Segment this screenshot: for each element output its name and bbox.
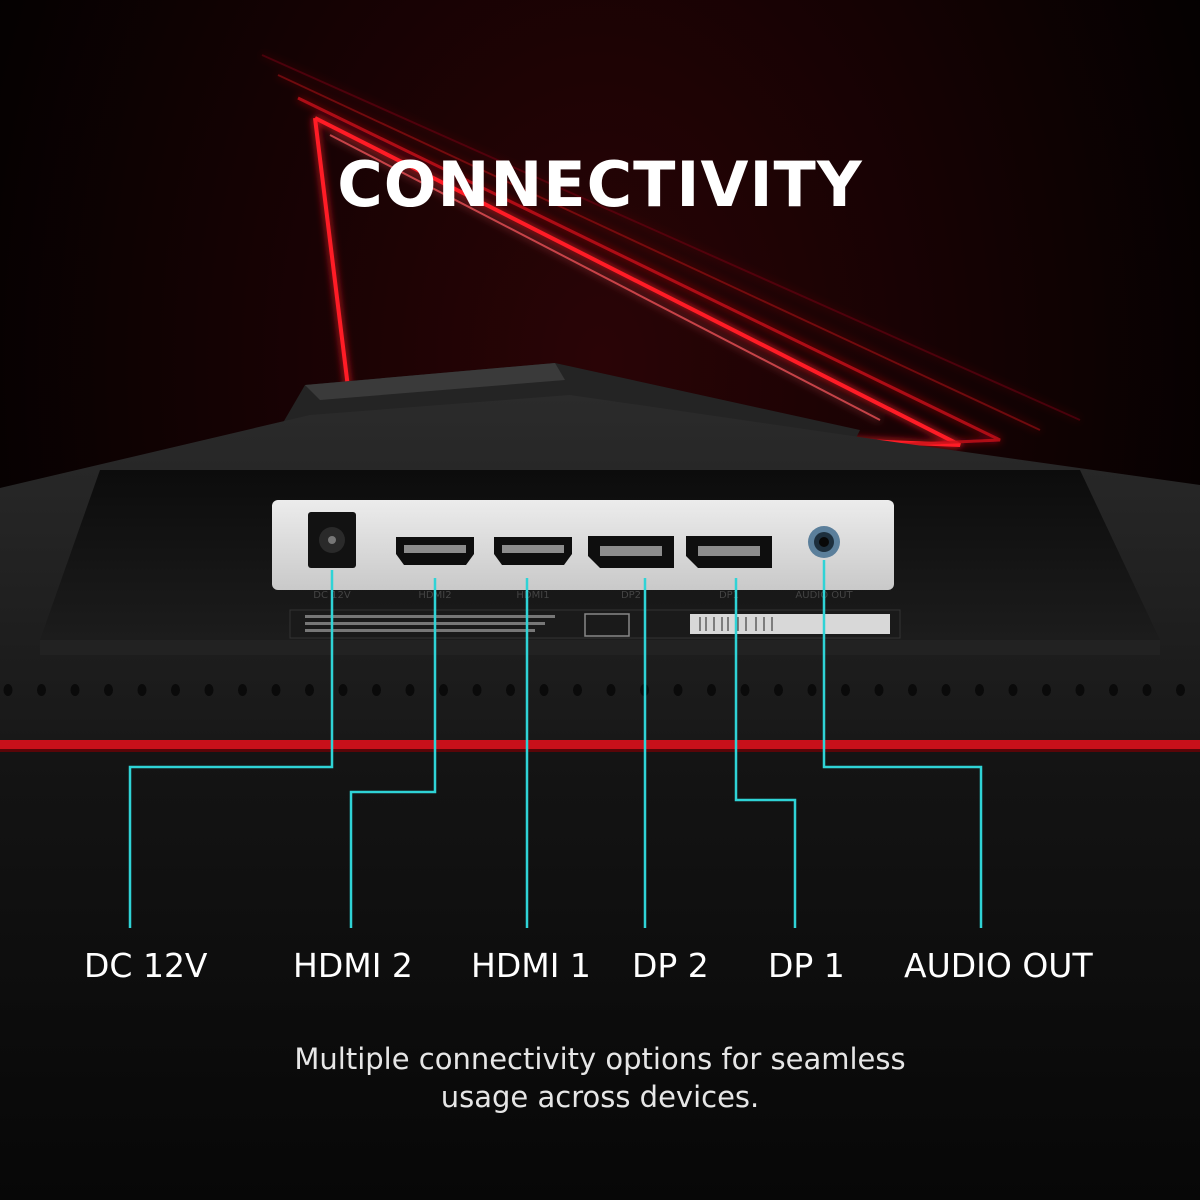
dp1-port — [686, 536, 772, 568]
vent-hole — [305, 684, 314, 696]
leader-line-5 — [822, 560, 983, 928]
vent-hole — [37, 684, 46, 696]
vent-hole — [405, 684, 415, 696]
vent-hole — [171, 684, 180, 696]
vent-hole — [1075, 684, 1085, 696]
dp2-port — [588, 536, 674, 568]
vent-hole — [1142, 684, 1152, 696]
vent-hole — [439, 684, 448, 696]
port-label-dp-2: DP 2 — [632, 946, 709, 985]
vent-hole — [1008, 684, 1018, 696]
vent-hole — [104, 684, 113, 696]
audio-jack-port — [808, 526, 840, 558]
vent-hole — [372, 684, 381, 696]
vent-hole — [774, 684, 783, 696]
port-label-dc-12v: DC 12V — [84, 946, 208, 985]
lower-body — [0, 752, 1200, 1200]
hdmi2-port — [396, 537, 474, 565]
vent-hole — [338, 684, 348, 696]
leader-line-4 — [734, 578, 797, 928]
caption-line-1: Multiple connectivity options for seamle… — [294, 1042, 906, 1076]
vent-hole — [841, 684, 850, 696]
red-accent-stripe — [0, 740, 1200, 749]
vent-hole — [606, 684, 616, 696]
vent-hole — [238, 684, 247, 696]
vent-hole — [975, 684, 984, 696]
io-panel — [272, 500, 894, 590]
vent-hole — [573, 684, 582, 696]
port-label-audio-out: AUDIO OUT — [904, 946, 1093, 985]
leader-lines — [128, 560, 983, 928]
vent-hole — [941, 684, 951, 696]
vent-hole — [3, 684, 13, 696]
caption-line-2: usage across devices. — [440, 1080, 760, 1114]
vent-hole — [1176, 684, 1185, 696]
vent-hole — [1109, 684, 1118, 696]
vent-hole — [137, 684, 147, 696]
port-label-dp-1: DP 1 — [768, 946, 845, 985]
panel-label-3: DP2 — [621, 590, 641, 601]
vent-hole — [70, 684, 80, 696]
vent-hole — [740, 684, 750, 696]
vent-hole — [472, 684, 482, 696]
vent-hole — [874, 684, 884, 696]
port-label-hdmi-2: HDMI 2 — [293, 946, 413, 985]
vent-hole — [506, 684, 515, 696]
vent-hole — [1042, 684, 1051, 696]
vent-hole — [539, 684, 549, 696]
panel-label-2: HDMI1 — [516, 590, 549, 601]
vent-hole — [807, 684, 817, 696]
vent-hole — [271, 684, 281, 696]
vent-hole — [707, 684, 716, 696]
page-title: CONNECTIVITY — [337, 148, 863, 221]
dc-jack-port — [308, 512, 356, 568]
vent-hole — [204, 684, 214, 696]
vent-hole — [673, 684, 683, 696]
caption: Multiple connectivity options for seamle… — [200, 1040, 1000, 1116]
panel-label-4: DP1 — [719, 590, 739, 601]
hdmi1-port — [494, 537, 572, 565]
port-label-hdmi-1: HDMI 1 — [471, 946, 591, 985]
leader-line-0 — [128, 570, 334, 928]
leader-line-1 — [349, 578, 437, 928]
vent-hole — [908, 684, 917, 696]
